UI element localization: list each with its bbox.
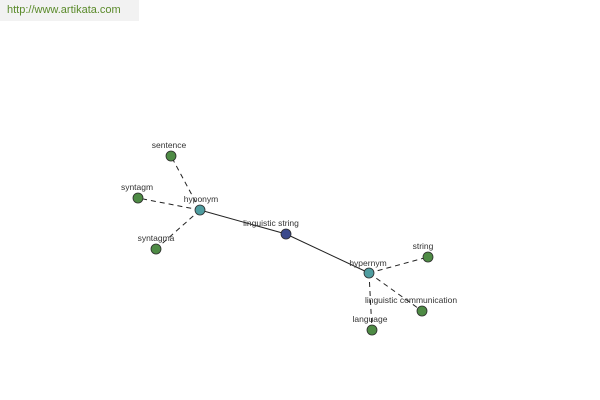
- node-hypernym[interactable]: [363, 267, 375, 279]
- edge-hyponym-to-sentence: [170, 155, 201, 211]
- labels-layer: linguistic string hyponym hypernym sentence…: [121, 140, 457, 324]
- edge-hypernym-to-linguistic-communication: [368, 272, 423, 312]
- node-label-hyponym: hyponym: [184, 194, 219, 204]
- edge-hypernym-to-language: [368, 272, 373, 331]
- node-label-syntagm: syntagm: [121, 182, 153, 192]
- node-hyponym[interactable]: [194, 204, 206, 216]
- node-label-hypernym: hypernym: [349, 258, 386, 268]
- edge-hyponym-to-syntagma: [155, 209, 201, 250]
- edges-layer: [137, 155, 429, 331]
- node-label-syntagma: syntagma: [138, 233, 175, 243]
- node-string[interactable]: [422, 251, 434, 263]
- edge-hyponym-to-syntagm: [137, 197, 201, 211]
- node-label-linguistic-communication: linguistic communication: [365, 295, 457, 305]
- edge-linguistic-string-to-hyponym: [199, 209, 287, 235]
- node-syntagma[interactable]: [150, 243, 162, 255]
- node-language[interactable]: [366, 324, 378, 336]
- node-label-string: string: [413, 241, 434, 251]
- source-link[interactable]: http://www.artikata.com: [0, 0, 139, 21]
- node-linguistic-communication[interactable]: [416, 305, 428, 317]
- edge-hypernym-to-string: [368, 256, 429, 274]
- node-linguistic-string[interactable]: [280, 228, 292, 240]
- node-label-language: language: [353, 314, 388, 324]
- node-label-linguistic-string: linguistic string: [243, 218, 299, 228]
- edge-linguistic-string-to-hypernym: [285, 233, 370, 274]
- node-syntagm[interactable]: [132, 192, 144, 204]
- nodes-layer: [132, 150, 434, 336]
- node-sentence[interactable]: [165, 150, 177, 162]
- node-label-sentence: sentence: [152, 140, 187, 150]
